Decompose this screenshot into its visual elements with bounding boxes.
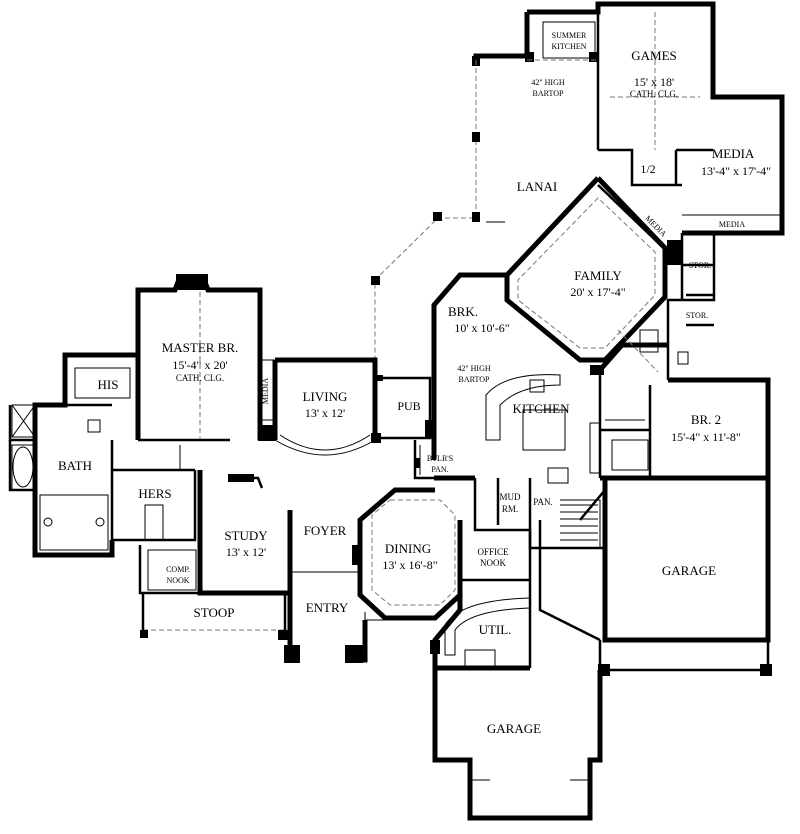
right-garage-walls <box>538 478 772 676</box>
bartop-upper-label-2: BARTOP <box>533 89 564 98</box>
bottom-garage-walls <box>432 668 603 821</box>
mud-label-1: MUD <box>499 492 521 502</box>
media-room-dim: 13'-4" x 17'-4" <box>701 164 771 178</box>
pan-label: PAN. <box>533 497 552 507</box>
br2-dim: 15'-4" x 11'-8" <box>671 430 741 444</box>
kitchen-label: KITCHEN <box>512 401 570 416</box>
study-label: STUDY <box>224 528 268 543</box>
comp-label-2: NOOK <box>166 576 189 585</box>
games-label: GAMES <box>631 48 677 63</box>
stor2-label: STOR. <box>686 311 708 320</box>
hers-label: HERS <box>138 486 171 501</box>
stoop-label: STOOP <box>194 605 235 620</box>
kitchen-walls <box>431 272 668 484</box>
games-wing-walls <box>472 1 785 236</box>
media-master-label: MEDIA <box>261 378 270 404</box>
media-label-small: MEDIA <box>719 220 745 229</box>
office-label-1: OFFICE <box>477 547 509 557</box>
lanai-label: LANAI <box>517 179 557 194</box>
living-walls <box>258 357 435 456</box>
garage-right-label: GARAGE <box>662 563 716 578</box>
office-label-2: NOOK <box>480 558 506 568</box>
summer-kitchen-label-1: SUMMER <box>552 31 587 40</box>
mud-label-2: RM. <box>502 504 518 514</box>
bartop-upper-label-1: 42" HIGH <box>531 78 564 87</box>
comp-label-1: COMP. <box>166 565 190 574</box>
family-dim: 20' x 17'-4" <box>570 285 625 299</box>
family-label: FAMILY <box>574 268 622 283</box>
util-walls <box>430 520 532 671</box>
util-label: UTIL. <box>479 622 512 637</box>
pub-label: PUB <box>397 399 420 413</box>
master-walls <box>8 274 276 558</box>
media-room-label: MEDIA <box>712 146 755 161</box>
garage-bottom-label: GARAGE <box>487 721 541 736</box>
study-dim: 13' x 12' <box>226 545 266 559</box>
master-note: CATH. CLG. <box>176 373 224 383</box>
living-label: LIVING <box>303 389 348 404</box>
family-walls <box>504 176 716 380</box>
lanai-outline <box>371 60 505 365</box>
dining-dim: 13' x 16'-8" <box>382 558 437 572</box>
brk-dim: 10' x 10'-6" <box>454 321 509 335</box>
bartop-kitchen-label-1: 42" HIGH <box>457 364 490 373</box>
summer-kitchen-label-2: KITCHEN <box>551 42 586 51</box>
half-bath-label: 1/2 <box>640 162 655 176</box>
bartop-kitchen-label-2: BARTOP <box>459 375 490 384</box>
living-dim: 13' x 12' <box>305 406 345 420</box>
master-label: MASTER BR. <box>162 340 239 355</box>
entry-walls <box>284 510 368 663</box>
btlr-label-1: BTLR'S <box>427 454 453 463</box>
dining-label: DINING <box>385 541 431 556</box>
his-label: HIS <box>98 377 119 392</box>
games-note: CATH. CLG. <box>630 89 678 99</box>
entry-label: ENTRY <box>306 600 349 615</box>
bath-label: BATH <box>58 458 92 473</box>
games-dim: 15' x 18' <box>634 75 674 89</box>
butler-walls <box>413 440 475 480</box>
master-dim: 15'-4" x 20' <box>172 358 227 372</box>
stor1-label: STOR. <box>689 261 711 270</box>
foyer-label: FOYER <box>304 523 347 538</box>
btlr-label-2: PAN. <box>431 465 448 474</box>
brk-label: BRK. <box>448 304 478 319</box>
br2-label: BR. 2 <box>691 412 721 427</box>
br2-walls <box>600 329 771 481</box>
